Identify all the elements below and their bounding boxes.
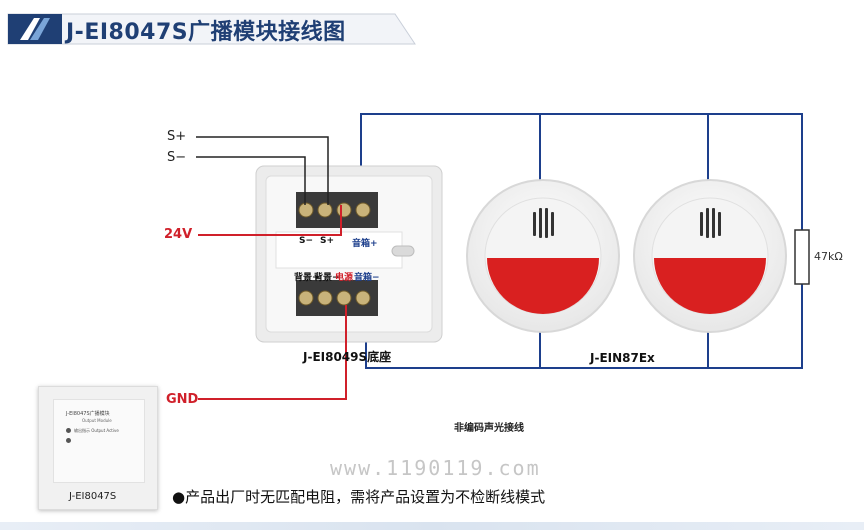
speaker-right <box>633 179 787 333</box>
s-minus-label: S− <box>167 150 187 165</box>
module-product-card: J-EI8047S广播模块 Output Module 输出指示 Output … <box>38 386 158 510</box>
signal-wires <box>196 136 329 205</box>
terminal-label-power: 电源 <box>335 273 354 283</box>
bottom-terminal-block <box>296 280 378 316</box>
module-face: J-EI8047S广播模块 Output Module 输出指示 Output … <box>53 399 145 483</box>
s-plus-label: S+ <box>167 129 187 144</box>
top-terminal-block <box>296 192 378 228</box>
indicator-led-icon <box>66 438 71 443</box>
terminal-label-bg1: 背景+ <box>294 273 320 283</box>
module-face-title: J-EI8047S广播模块 <box>66 411 110 417</box>
title-banner <box>7 13 416 45</box>
module-face-subtitle: Output Module <box>82 418 112 423</box>
terminal-label-bg2: 背景− <box>314 273 340 283</box>
mounting-slot <box>391 245 415 257</box>
speaker-model-label: J-EIN87Ex <box>590 351 655 365</box>
terminal-label-s-minus: S− <box>299 236 314 246</box>
base-model-label: J-EI8049S底座 <box>303 350 392 364</box>
speaker-grille-icon <box>700 208 721 238</box>
resistor-value-label: 47kΩ <box>814 250 843 263</box>
indicator-led-icon <box>66 428 71 433</box>
power-wire <box>198 205 342 236</box>
bottom-strip <box>0 522 864 530</box>
speaker-left <box>466 179 620 333</box>
terminal-label-s-plus: S+ <box>320 236 335 246</box>
resistor <box>794 229 810 285</box>
logo-icon <box>20 18 50 40</box>
ground-label: GND <box>166 392 199 407</box>
page-title: J-EI8047S广播模块接线图 <box>66 20 346 45</box>
module-face-indicator: 输出指示 Output Active <box>74 428 119 433</box>
power-24v-label: 24V <box>164 227 193 242</box>
watermark: www.1190119.com <box>330 456 541 480</box>
diagram-caption: 非编码声光接线 <box>454 423 524 434</box>
speaker-grille-icon <box>533 208 554 238</box>
terminal-label-speaker-minus: 音箱− <box>354 273 380 283</box>
ground-wire <box>198 305 347 400</box>
terminal-label-speaker-plus: 音箱+ <box>352 239 378 249</box>
installation-note: ●产品出厂时无匹配电阻，需将产品设置为不检断线模式 <box>172 488 546 506</box>
module-model-label: J-EI8047S <box>69 491 117 502</box>
